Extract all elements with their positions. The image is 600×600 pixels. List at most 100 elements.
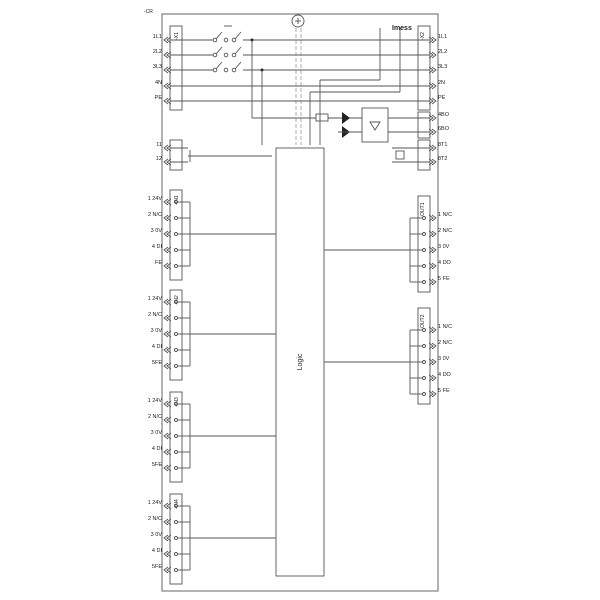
x1-terminal-label: 3L3 [153, 64, 162, 70]
x2-terminal-label: PE [438, 95, 446, 101]
x2-terminal: 3L3 [412, 64, 447, 74]
contact-l1 [212, 31, 242, 43]
input-modules: -IN1 1 24V 2 N/C 3 0V 4 DI FE -IN2 1 24V 2 N/C 3 … [148, 189, 276, 585]
x1-terminals: 1L1 2L2 3L3 4N PE 11 12 [153, 34, 188, 166]
output-pin-label: 5 FE [438, 276, 450, 282]
input-module: -IN2 1 24V 2 N/C 3 0V 4 DI 5FE [148, 289, 276, 381]
x2-terminal-label: 1L1 [438, 34, 447, 40]
input-pin-label: 2 N/C [148, 516, 162, 522]
current-sensor [295, 28, 401, 145]
output-pin-label: 5 FE [438, 388, 450, 394]
input-pin-label: 3 0V [151, 228, 163, 234]
x1-terminal-label: 1L1 [153, 34, 162, 40]
input-module-tag: -IN2 [174, 295, 180, 305]
input-pin-label: FE [155, 260, 162, 266]
x1-terminal: 1L1 [153, 34, 188, 44]
switch-contacts [212, 25, 242, 73]
input-pin-label: 1 24V [148, 500, 163, 506]
device-tag: -CR [144, 9, 153, 15]
x2-terminal-label: 8T2 [438, 156, 447, 162]
thermistor-icon [395, 150, 405, 160]
x2-terminal: 2L2 [412, 49, 447, 59]
output-pin-label: 4 DO [438, 260, 452, 266]
x1-terminal: PE [155, 95, 188, 105]
input-module: -IN3 1 24V 2 N/C 3 0V 4 DI 5FE [148, 391, 276, 483]
supply-circuit [315, 107, 412, 143]
input-pin-label: 2 N/C [148, 212, 162, 218]
fan-symbol [291, 14, 305, 28]
input-pin-label: 3 0V [151, 430, 163, 436]
x2-terminal: 2N [412, 80, 445, 90]
input-pin-label: 4 DI [152, 446, 163, 452]
input-pin-label: 2 N/C [148, 312, 162, 318]
x2-terminal-label: 8T1 [438, 142, 447, 148]
x2-terminal-label: 6BO [438, 126, 450, 132]
x2-terminal-label: 2L2 [438, 49, 447, 55]
input-pin-label: 3 0V [151, 532, 163, 538]
output-module: -OUT1 1 N/C 2 N/C 3 0V 4 DO 5 FE [324, 195, 452, 293]
input-module-tag: -IN3 [174, 397, 180, 407]
input-pin-label: 2 N/C [148, 414, 162, 420]
contact-l2 [212, 46, 242, 58]
x2-terminal: 6BO [412, 126, 450, 136]
x2-block-middle [417, 111, 431, 139]
x1-terminal-label: 12 [156, 156, 162, 162]
rectifier-box [361, 107, 389, 143]
rectifier-icon [369, 121, 381, 131]
x1-terminal-label: 2L2 [153, 49, 162, 55]
x2-terminal: 8T1 [412, 142, 447, 152]
input-pin-label: 1 24V [148, 196, 163, 202]
input-module: -IN1 1 24V 2 N/C 3 0V 4 DI FE [148, 189, 276, 281]
x1-terminal-label: 11 [156, 142, 162, 148]
input-pin-label: 3 0V [151, 328, 163, 334]
output-modules: -OUT1 1 N/C 2 N/C 3 0V 4 DO 5 FE -OUT2 1 N/C 2 N… [324, 195, 452, 405]
x2-terminal-label: 4BO [438, 112, 450, 118]
output-pin-label: 4 DO [438, 372, 452, 378]
x1-block-lower [169, 139, 183, 171]
x1-terminal: 3L3 [153, 64, 188, 74]
x1-terminal: 12 [156, 156, 188, 166]
input-pin-label: 4 DI [152, 344, 163, 350]
input-pin-label: 1 24V [148, 296, 163, 302]
input-module-tag: -IN4 [174, 499, 180, 509]
x2-terminal: PE [412, 95, 446, 105]
diode-icon [342, 112, 350, 124]
input-pin-label: 4 DI [152, 244, 163, 250]
x1-terminal-label: PE [155, 95, 163, 101]
output-pin-label: 2 N/C [438, 228, 452, 234]
x1-tag: -X1 [174, 32, 180, 40]
imess-label: Imess [392, 25, 412, 32]
x2-tag: -X2 [420, 32, 426, 40]
x2-terminal: 4BO [412, 112, 450, 122]
output-module-tag: -OUT2 [420, 314, 426, 329]
input-pin-label: 5FE [152, 462, 162, 468]
x2-terminal-label: 3L3 [438, 64, 447, 70]
x2-terminal-label: 2N [438, 80, 445, 86]
logic-block [275, 147, 325, 577]
input-pin-label: 4 DI [152, 548, 163, 554]
input-pin-label: 1 24V [148, 398, 163, 404]
x2-terminal: 1L1 [412, 34, 447, 44]
thermistor [188, 147, 412, 163]
input-pin-label: 5FE [152, 360, 162, 366]
x1-terminal: 4N [155, 80, 188, 90]
x2-terminal: 8T2 [412, 156, 447, 166]
output-pin-label: 3 0V [438, 244, 450, 250]
output-pin-label: 3 0V [438, 356, 450, 362]
x1-terminal: 11 [156, 142, 188, 152]
output-pin-label: 1 N/C [438, 324, 452, 330]
x2-block-lower [417, 139, 431, 171]
input-module-tag: -IN1 [174, 195, 180, 205]
logic-label: Logic [297, 353, 304, 370]
input-module: -IN4 1 24V 2 N/C 3 0V 4 DI 5FE [148, 493, 276, 585]
x2-terminals: 1L1 2L2 3L3 2N PE 4BO 6BO 8T1 8T2 [412, 34, 450, 166]
input-pin-label: 5FE [152, 564, 162, 570]
fuse-icon [315, 113, 329, 122]
output-module-tag: -OUT1 [420, 202, 426, 217]
output-pin-label: 1 N/C [438, 212, 452, 218]
x1-terminal: 2L2 [153, 49, 188, 59]
contact-l3 [212, 61, 242, 73]
x1-terminal-label: 4N [155, 80, 162, 86]
